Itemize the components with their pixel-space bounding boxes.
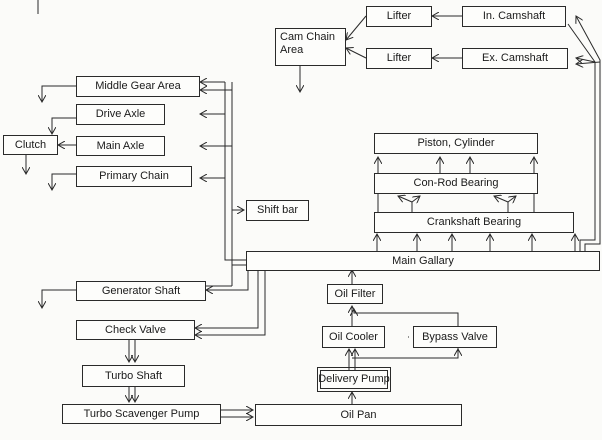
turbo-scavenger-pump-box: Turbo Scavenger Pump — [62, 404, 221, 424]
turbo-scavenger-pump-label: Turbo Scavenger Pump — [83, 407, 200, 420]
shift-bar-label: Shift bar — [257, 204, 298, 217]
clutch-box: Clutch — [3, 135, 58, 155]
check-valve-label: Check Valve — [105, 323, 166, 336]
middle-gear-area-label: Middle Gear Area — [95, 80, 181, 93]
delivery-pump-label: Delivery Pump — [318, 373, 390, 386]
cam-chain-area-box: Cam Chain Area — [275, 28, 346, 66]
exhaust-camshaft-box: Ex. Camshaft — [462, 48, 568, 69]
oil-pan-label: Oil Pan — [340, 408, 377, 421]
intake-camshaft-label: In. Camshaft — [482, 10, 546, 23]
check-valve-box: Check Valve — [76, 320, 195, 340]
oil-filter-box: Oil Filter — [327, 284, 383, 304]
oil-pan-box: Oil Pan — [255, 404, 462, 426]
main-gallery-box: Main Gallary — [246, 251, 600, 271]
primary-chain-box: Primary Chain — [76, 166, 192, 187]
piston-cylinder-label: Piston, Cylinder — [417, 137, 495, 150]
lifter-exhaust-box: Lifter — [366, 48, 432, 69]
crankshaft-bearing-label: Crankshaft Bearing — [426, 216, 522, 229]
exhaust-camshaft-label: Ex. Camshaft — [481, 52, 549, 65]
drive-axle-box: Drive Axle — [76, 104, 165, 125]
generator-shaft-label: Generator Shaft — [101, 284, 181, 297]
primary-chain-label: Primary Chain — [99, 170, 169, 183]
main-gallery-label: Main Gallary — [392, 254, 454, 267]
turbo-shaft-label: Turbo Shaft — [104, 369, 163, 382]
con-rod-bearing-label: Con-Rod Bearing — [413, 177, 499, 190]
cam-chain-area-label: Cam Chain Area — [280, 31, 336, 56]
oil-cooler-label: Oil Cooler — [329, 330, 378, 343]
drive-axle-label: Drive Axle — [95, 108, 146, 121]
piston-cylinder-box: Piston, Cylinder — [374, 133, 538, 154]
generator-shaft-box: Generator Shaft — [76, 281, 206, 301]
main-axle-label: Main Axle — [96, 139, 145, 152]
bypass-valve-label: Bypass Valve — [422, 330, 488, 343]
crankshaft-bearing-box: Crankshaft Bearing — [374, 212, 574, 233]
turbo-shaft-box: Turbo Shaft — [82, 365, 185, 387]
oil-cooler-box: Oil Cooler — [322, 326, 385, 348]
lifter-exhaust-label: Lifter — [386, 52, 412, 65]
lifter-intake-box: Lifter — [366, 6, 432, 27]
bypass-valve-box: Bypass Valve — [413, 326, 497, 348]
clutch-label: Clutch — [14, 138, 47, 151]
con-rod-bearing-box: Con-Rod Bearing — [374, 173, 538, 194]
main-axle-box: Main Axle — [76, 136, 165, 156]
middle-gear-area-box: Middle Gear Area — [76, 76, 200, 97]
intake-camshaft-box: In. Camshaft — [462, 6, 566, 27]
delivery-pump-box: Delivery Pump — [317, 367, 391, 392]
oil-filter-label: Oil Filter — [334, 287, 376, 300]
shift-bar-box: Shift bar — [246, 200, 309, 221]
lifter-intake-label: Lifter — [386, 10, 412, 23]
